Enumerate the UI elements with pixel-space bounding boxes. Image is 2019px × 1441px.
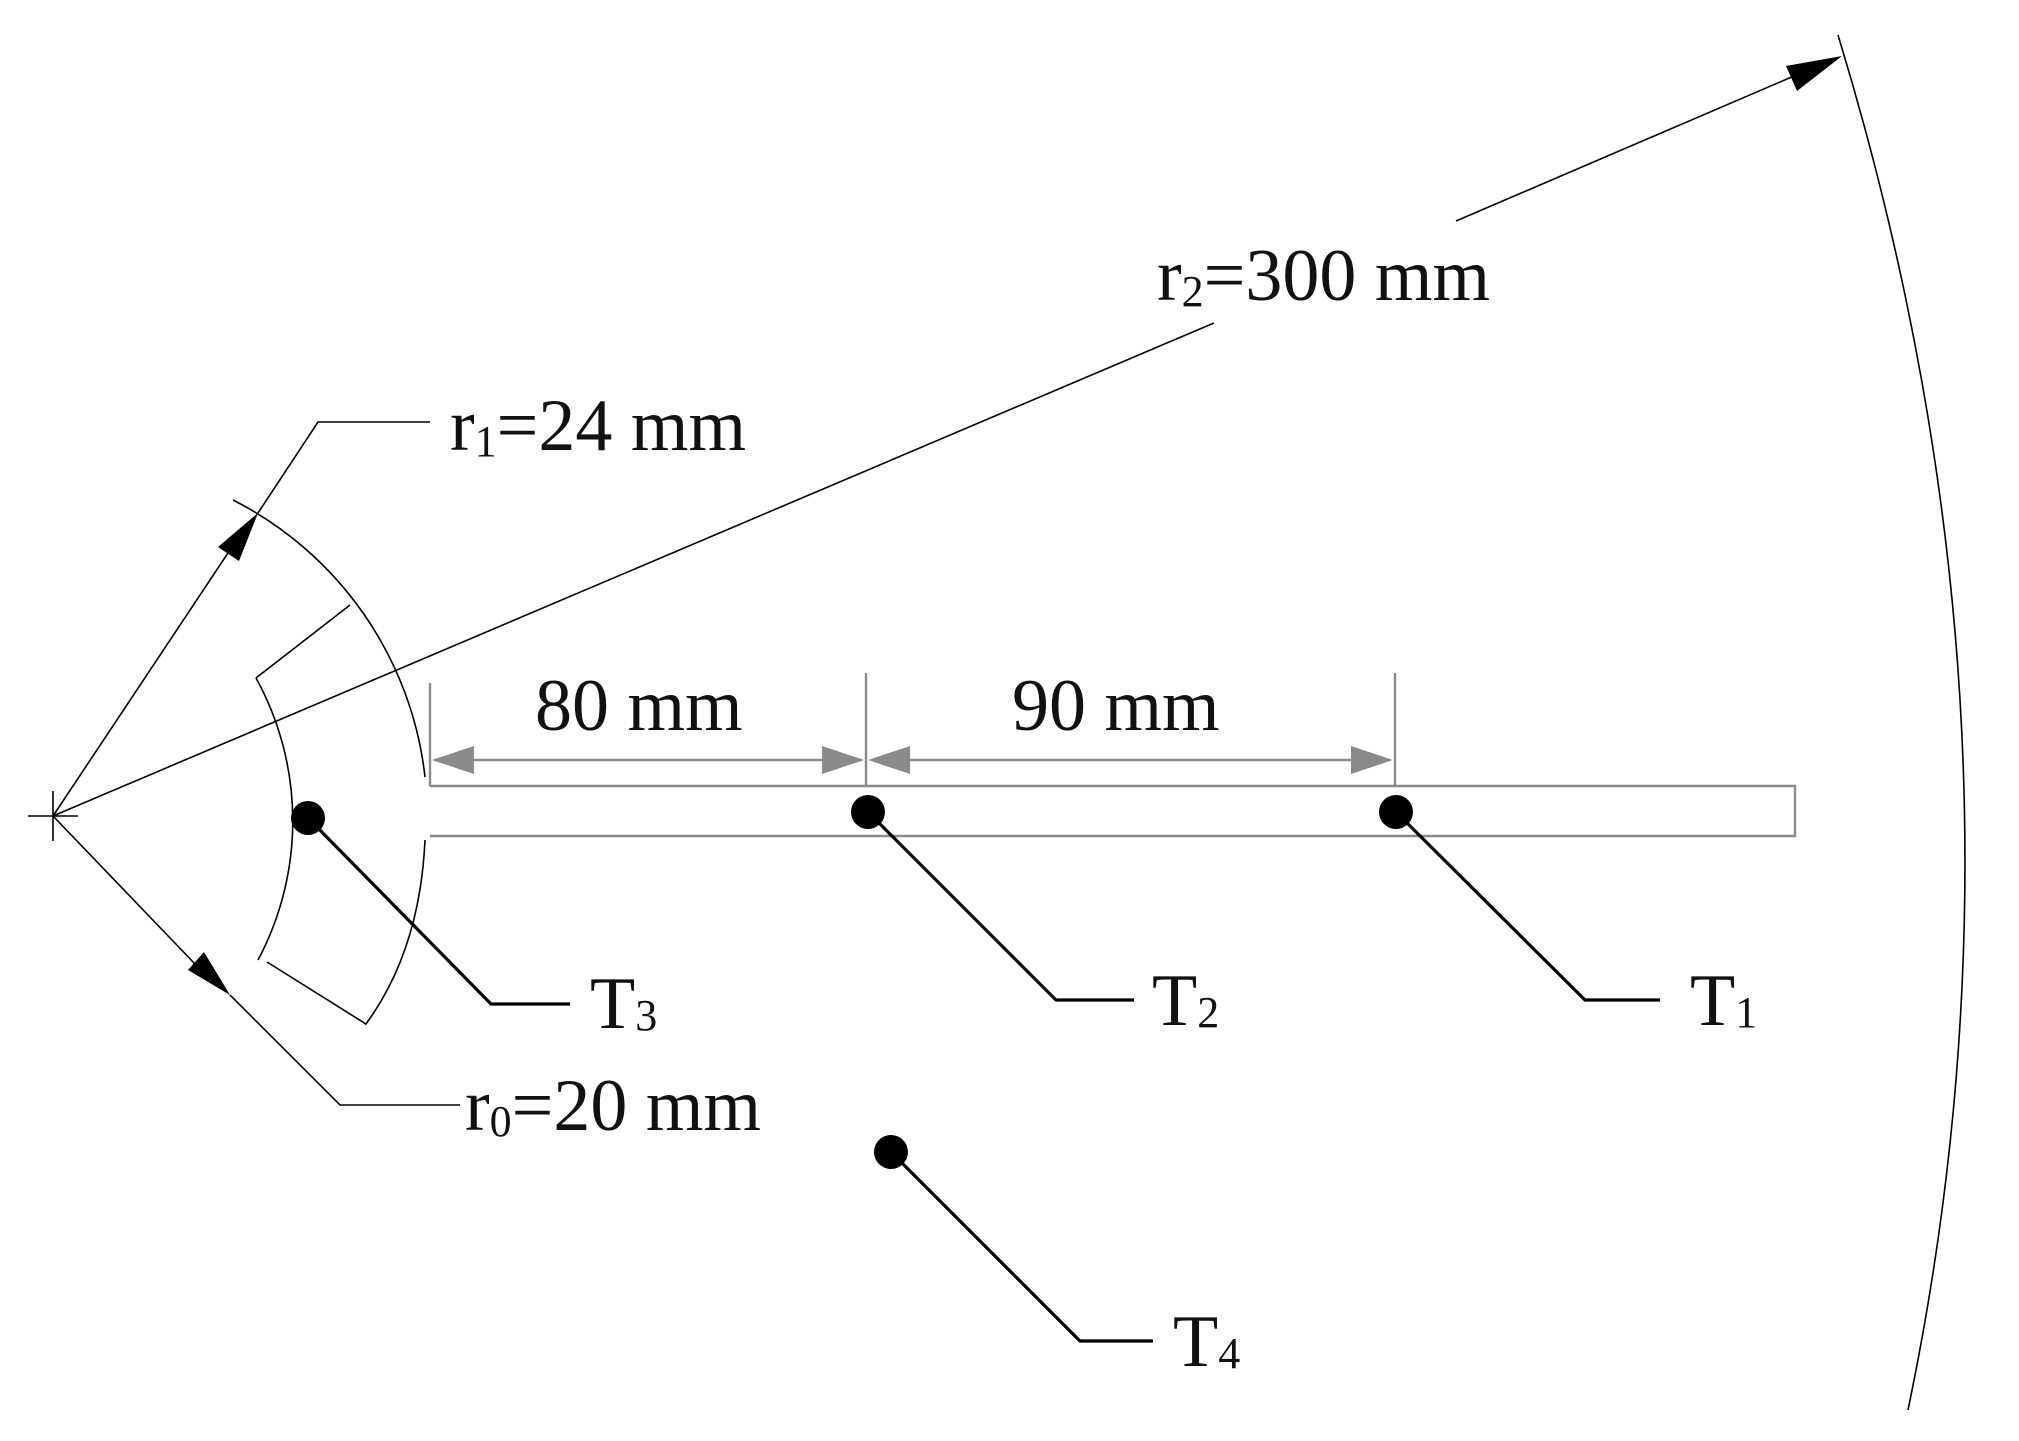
r2-arrowhead bbox=[1786, 56, 1842, 91]
sensor-t4-label: T4 bbox=[1173, 1301, 1240, 1383]
sector-arc-r0 bbox=[255, 677, 294, 961]
r1-dimension-line bbox=[52, 421, 430, 817]
r2-dimension-line bbox=[52, 56, 1842, 817]
outer-arc-r2 bbox=[1837, 34, 1966, 1411]
sensor-t1-label: T1 bbox=[1690, 960, 1757, 1042]
span-a-label: 80 mm bbox=[535, 665, 743, 747]
sector-bracket-lower bbox=[266, 839, 426, 1026]
sensor-t2-label: T2 bbox=[1152, 960, 1219, 1042]
sensor-t3-label: T3 bbox=[590, 963, 657, 1045]
sensor-t3-marker bbox=[291, 801, 570, 1006]
sensor-t4-marker bbox=[874, 1135, 1153, 1343]
span-a-dimension-line bbox=[432, 746, 864, 774]
sensor-t2-marker bbox=[851, 795, 1134, 1002]
r1-arrowhead bbox=[218, 513, 258, 561]
r0-dimension-line bbox=[52, 815, 460, 1106]
sector-bracket-upper bbox=[255, 604, 351, 679]
r1-label: r1=24 mm bbox=[450, 385, 746, 467]
r0-arrowhead bbox=[188, 952, 230, 995]
fin-plate bbox=[430, 784, 1797, 838]
sensor-t1-marker bbox=[1379, 795, 1660, 1002]
r2-label: r2=300 mm bbox=[1157, 235, 1490, 317]
span-b-dimension-line bbox=[868, 746, 1393, 774]
r0-label: r0=20 mm bbox=[465, 1065, 761, 1147]
span-b-label: 90 mm bbox=[1012, 665, 1220, 747]
sector-arc-r1 bbox=[232, 499, 426, 778]
